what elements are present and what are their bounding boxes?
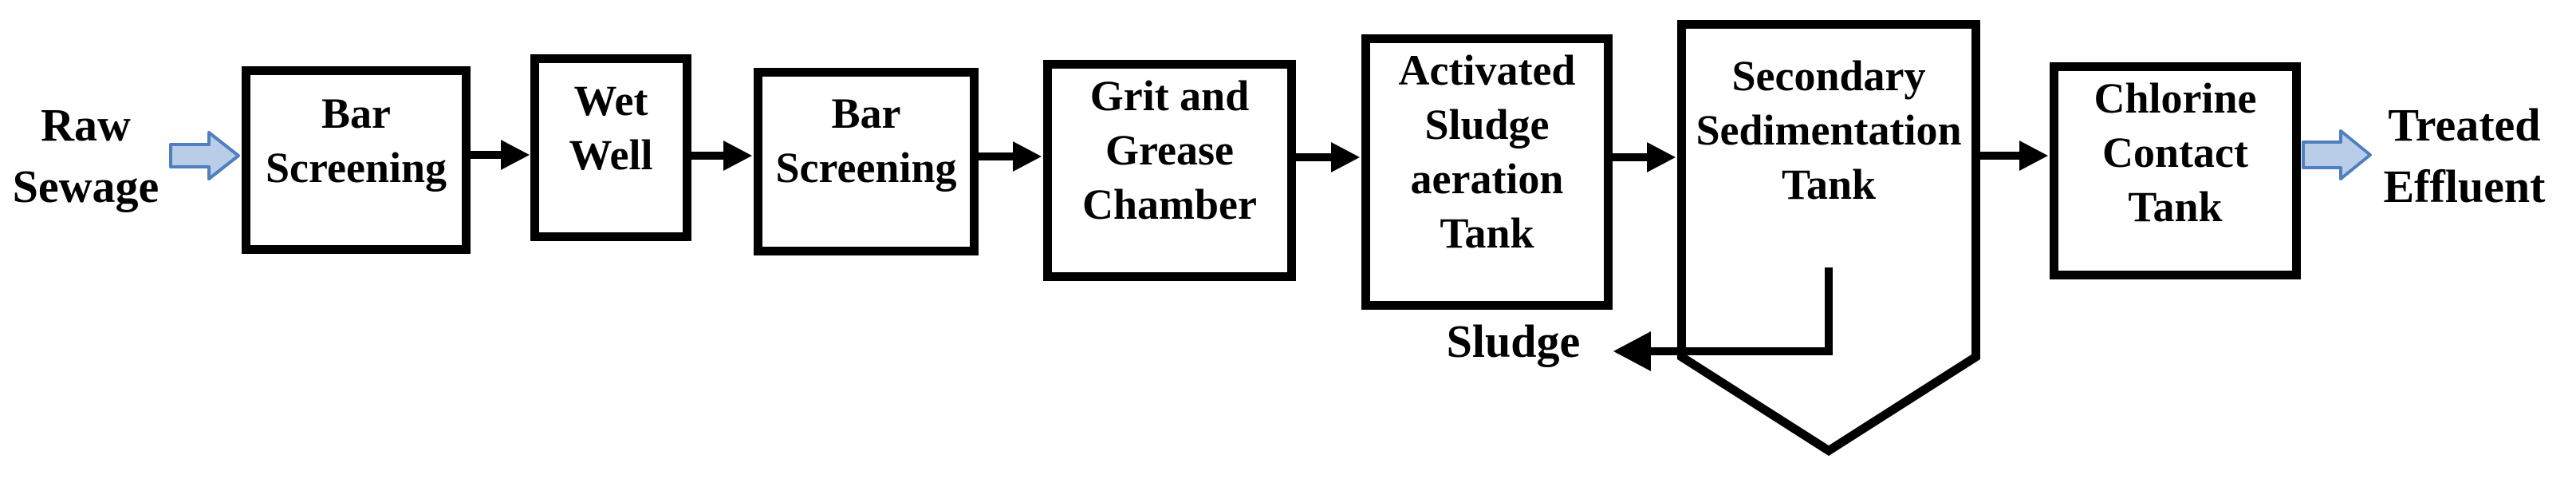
sludge-label: Sludge xyxy=(1446,315,1581,367)
process-box-chlorine-contact-tank: Chlorine Contact Tank xyxy=(2050,62,2301,279)
flow-arrow-wetwell-to-bar2 xyxy=(688,141,752,171)
funnel-tank-outline xyxy=(1677,20,1980,457)
treated-effluent-block-arrow xyxy=(2302,129,2372,180)
sludge-return-arrow xyxy=(1613,267,1833,371)
process-box-wet-well: Wet Well xyxy=(530,54,691,241)
box-label-chlorine-contact-tank: Chlorine Contact Tank xyxy=(2093,74,2257,231)
box-label-activated-sludge-aeration-tank: Activated Sludge aeration Tank xyxy=(1398,46,1576,257)
raw-sewage-block-arrow xyxy=(169,131,240,180)
process-box-activated-sludge-aeration-tank: Activated Sludge aeration Tank xyxy=(1361,34,1613,310)
process-box-bar-screening-1: Bar Screening xyxy=(242,66,471,254)
raw-sewage-label: Raw Sewage xyxy=(12,99,160,212)
flow-arrow-bar2-to-grit xyxy=(975,141,1042,172)
box-label-bar-screening-1: Bar Screening xyxy=(266,89,447,192)
flow-arrow-grit-to-aeration xyxy=(1293,142,1360,172)
box-label-bar-screening-2: Bar Screening xyxy=(775,89,957,192)
box-label-grit-grease-chamber: Grit and Grease Chamber xyxy=(1082,72,1257,228)
secondary-sedimentation-tank-shape xyxy=(1677,20,1980,457)
flow-arrow-aeration-to-sedimentation xyxy=(1609,142,1676,172)
box-label-wet-well: Wet Well xyxy=(569,77,653,179)
box-label-secondary-sedimentation-tank: Secondary Sedimentation Tank xyxy=(1696,52,1962,208)
process-box-grit-grease-chamber: Grit and Grease Chamber xyxy=(1043,60,1296,281)
flow-arrow-bar1-to-wetwell xyxy=(469,140,530,170)
flow-arrow-sedimentation-to-chlorine xyxy=(1977,141,2048,171)
process-box-bar-screening-2: Bar Screening xyxy=(754,68,979,255)
treated-effluent-label: Treated Effluent xyxy=(2383,99,2546,212)
process-shape-secondary-sedimentation-tank: Secondary Sedimentation Tank xyxy=(1681,20,1976,212)
